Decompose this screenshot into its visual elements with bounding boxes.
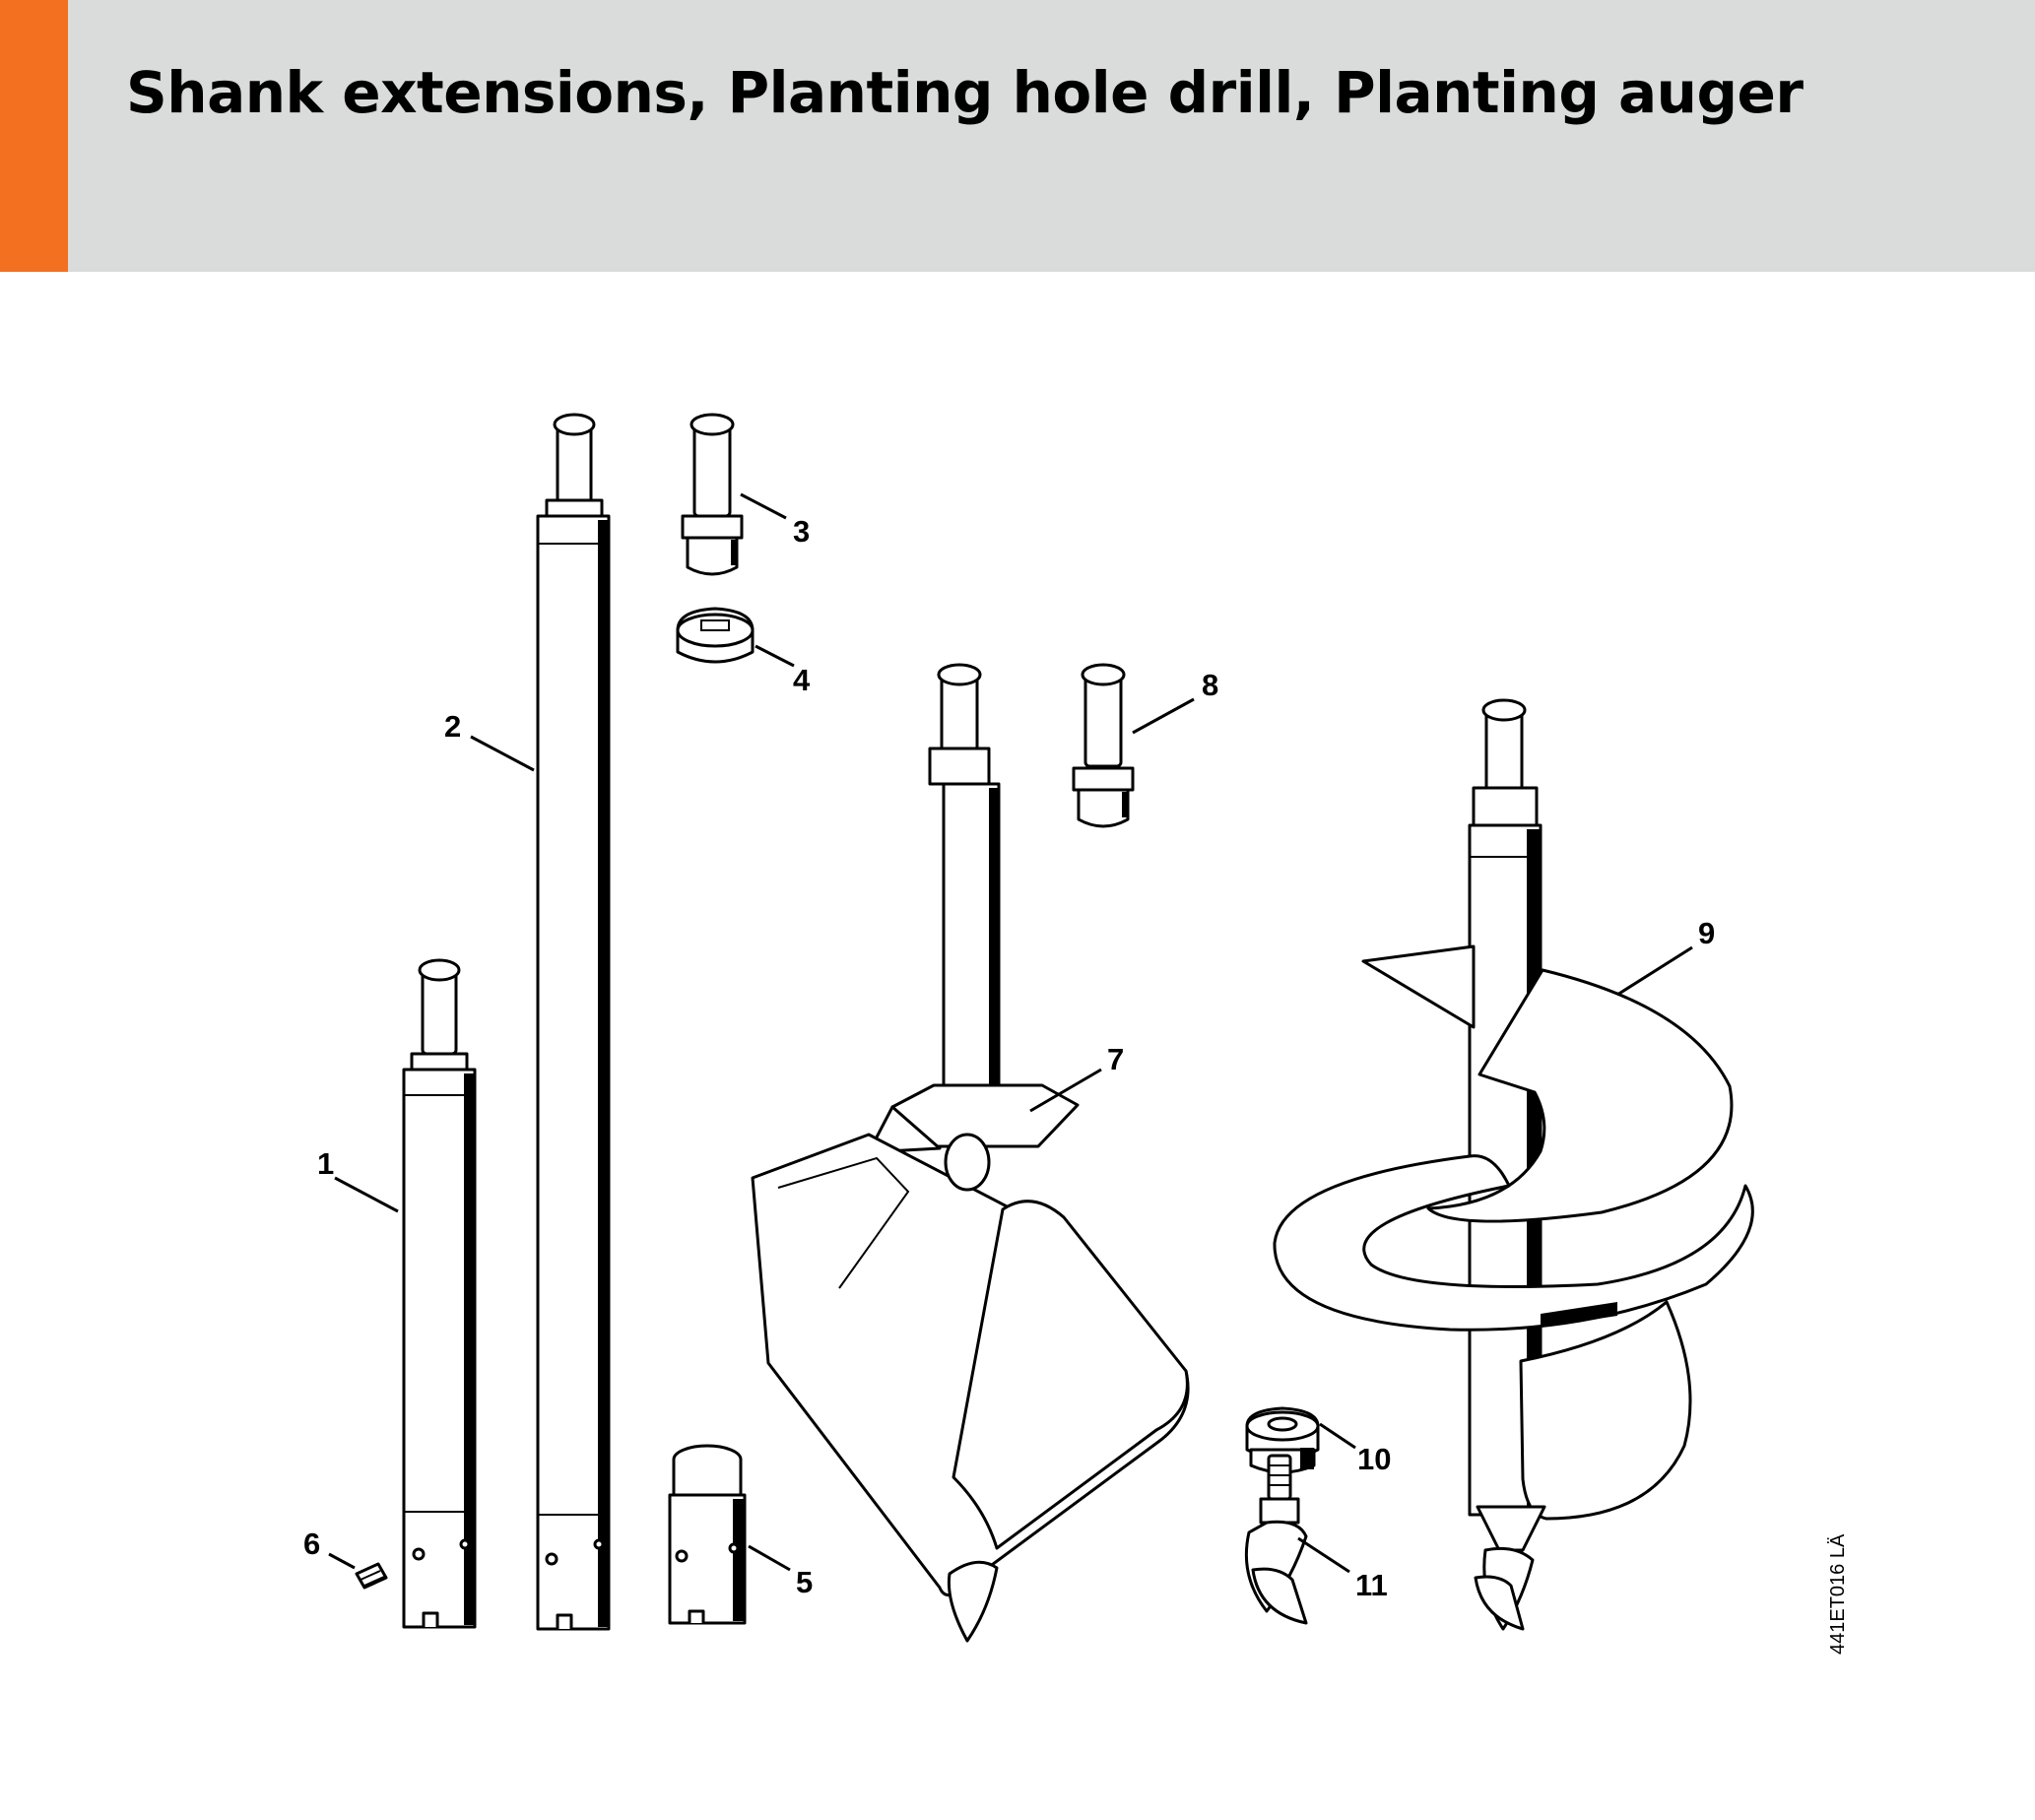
part-4-ring[interactable]	[676, 607, 755, 664]
part-9-planting-auger[interactable]	[1273, 698, 1754, 1631]
part-1-short-shank-extension[interactable]	[402, 958, 477, 1629]
part-8-adapter[interactable]	[1072, 663, 1135, 828]
page-title: Shank extensions, Planting hole drill, P…	[126, 59, 1804, 126]
part-2-long-shank-extension[interactable]	[536, 413, 611, 1631]
part-5-coupling-sleeve[interactable]	[668, 1444, 747, 1625]
part-3-adapter[interactable]	[681, 413, 744, 576]
leader-lines	[328, 492, 1693, 1574]
callout-1: 1	[317, 1146, 334, 1181]
callout-5: 5	[796, 1565, 813, 1599]
callout-9: 9	[1698, 916, 1715, 950]
callout-4: 4	[793, 663, 811, 697]
part-7-planting-hole-drill[interactable]	[751, 663, 1190, 1643]
callout-11: 11	[1355, 1568, 1388, 1602]
part-6-set-screw[interactable]	[355, 1562, 388, 1590]
header-band: Shank extensions, Planting hole drill, P…	[0, 0, 2035, 272]
drawing-code: 441ET016 LÄ	[1827, 1533, 1849, 1655]
callout-2: 2	[444, 709, 461, 744]
part-11-drill-tip[interactable]	[1244, 1454, 1308, 1625]
callout-6: 6	[303, 1527, 320, 1561]
callout-8: 8	[1202, 668, 1218, 702]
accent-bar	[0, 0, 68, 272]
callout-numbers: 1 2 3 4 5 6 7 8 9 10 11	[303, 514, 1715, 1602]
callout-7: 7	[1107, 1042, 1124, 1076]
callout-10: 10	[1357, 1442, 1391, 1476]
callout-3: 3	[793, 514, 810, 549]
